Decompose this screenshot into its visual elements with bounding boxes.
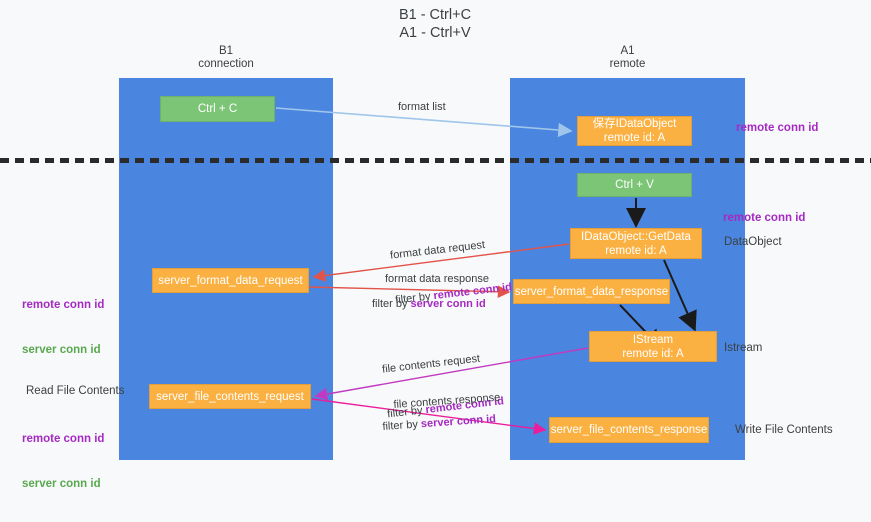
node-server-file-contents-request[interactable]: server_file_contents_request	[149, 384, 311, 409]
annotation-remote-conn-id-mid: remote conn id	[723, 212, 806, 224]
annotation-left-server-conn-id-2: server conn id	[22, 478, 101, 490]
diagram-canvas: B1 - Ctrl+C A1 - Ctrl+V B1 connection A1…	[0, 7, 871, 490]
annotation-write-file-contents: Write File Contents	[735, 424, 833, 436]
node-ctrl-c[interactable]: Ctrl + C	[160, 96, 275, 122]
node-server-file-contents-response[interactable]: server_file_contents_response	[549, 417, 709, 443]
annotation-left-conn-ids-2: remote conn id server conn id	[22, 402, 104, 522]
column-header-a1: A1 remote	[609, 45, 646, 70]
annotation-left-remote-conn-id-2: remote conn id	[22, 433, 105, 445]
annotation-istream: Istream	[724, 342, 763, 354]
annotation-left-remote-conn-id: remote conn id	[22, 299, 105, 311]
filter-key-server-conn-id: server conn id	[420, 413, 497, 431]
filter-prefix: filter by	[382, 418, 422, 433]
divider-dashed-line	[0, 158, 871, 163]
edge-label-file-contents-request-line1: file contents request	[381, 352, 481, 376]
diagram-title: B1 - Ctrl+C A1 - Ctrl+V	[398, 7, 472, 41]
annotation-read-file-contents: Read File Contents	[26, 385, 125, 397]
edge-label-format-list: format list	[398, 101, 446, 113]
edge-label-format-data-response: format data response	[385, 273, 489, 285]
annotation-left-conn-ids: remote conn id server conn id	[22, 268, 104, 388]
edge-label-format-data-request-line1: format data request	[389, 239, 486, 262]
node-server-format-data-response[interactable]: server_format_data_response	[513, 279, 670, 304]
annotation-left-server-conn-id: server conn id	[22, 344, 101, 356]
annotation-remote-conn-id-top: remote conn id	[736, 122, 819, 134]
column-header-b1: B1 connection	[198, 45, 254, 70]
filter-prefix: filter by	[372, 298, 411, 310]
node-istream[interactable]: IStream remote id: A	[589, 331, 717, 362]
annotation-dataobject: DataObject	[724, 236, 782, 248]
node-server-format-data-request[interactable]: server_format_data_request	[152, 268, 309, 293]
filter-key-server-conn-id: server conn id	[410, 298, 486, 310]
node-idataobject-getdata[interactable]: IDataObject::GetData remote id: A	[570, 228, 702, 259]
node-ctrl-v[interactable]: Ctrl + V	[577, 173, 692, 197]
edge-label-format-data-response-filter: filter by server conn id	[372, 297, 486, 312]
node-save-idataobject[interactable]: 保存IDataObject remote id: A	[577, 116, 692, 146]
